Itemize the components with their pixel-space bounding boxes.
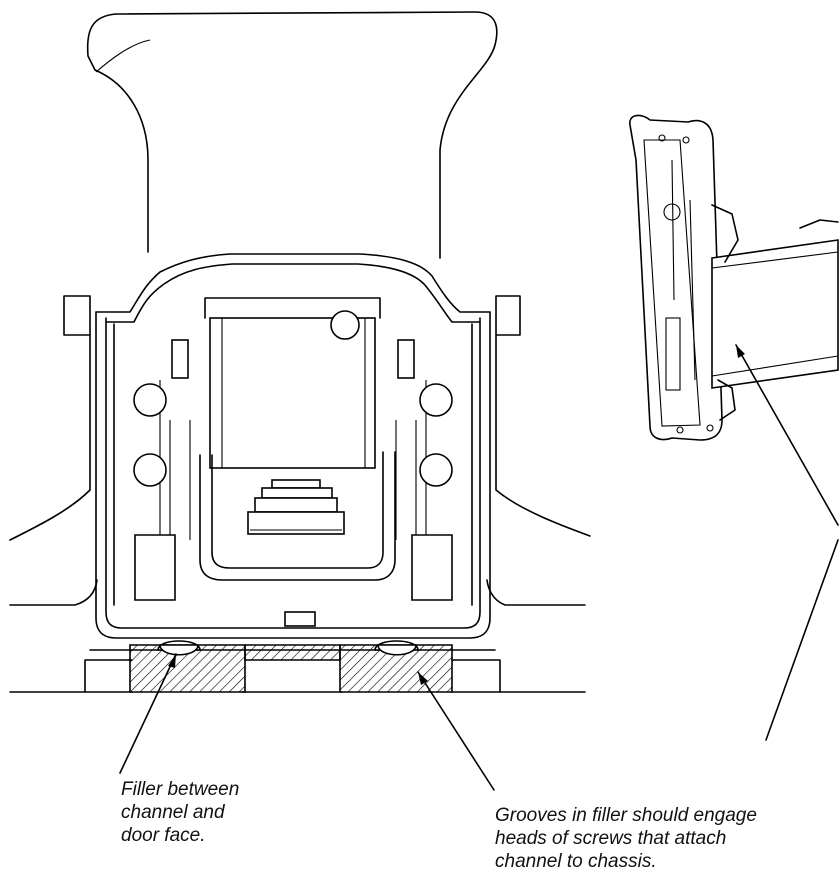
filler-hatched [129, 644, 453, 693]
callout-grooves-line-1: Grooves in filler should engage [495, 805, 757, 826]
mounting-plate [629, 114, 723, 441]
mechanism-block [209, 317, 376, 469]
callout-grooves-line-3: channel to chassis. [495, 851, 657, 872]
channel [95, 311, 491, 639]
leader-lines [119, 344, 839, 791]
door-contour-left [9, 295, 98, 606]
channel-bar [711, 239, 839, 389]
callout-filler-line-3: door face. [121, 825, 206, 846]
callout-filler-line-2: channel and [121, 802, 225, 823]
callout-grooves-line-2: heads of screws that attach [495, 828, 727, 849]
callout-filler: Filler between channel and door face. [121, 778, 239, 847]
door-contour-right [486, 295, 591, 606]
callout-grooves: Grooves in filler should engage heads of… [495, 804, 757, 873]
door-cross-section [9, 11, 591, 693]
dome-cap [95, 253, 491, 313]
perspective-view [629, 114, 839, 441]
callout-filler-line-1: Filler between [121, 779, 240, 800]
u-clip [199, 451, 396, 581]
handle-body [86, 11, 498, 259]
